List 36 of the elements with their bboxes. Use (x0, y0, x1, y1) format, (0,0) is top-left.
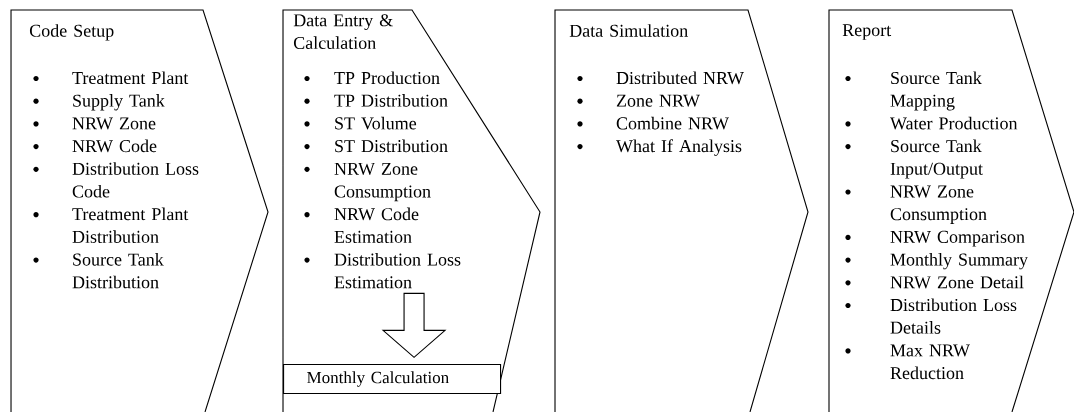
node-label: ST Volume (335, 116, 417, 130)
chevron-box: Report Source Tank Mapping Water Production Source Tank Input/Output NRW Zone Consumption NRW Comparison Monthly Summary NRW Zone Detail Distribution Loss Details Max NRW Reduction (828, 9, 1074, 412)
node-label: Water Production (890, 116, 1018, 130)
node-label: NRW Zone Consumption (334, 162, 431, 202)
node-label: NRW Zone Detail (890, 275, 1024, 289)
node-label: Distribution Loss Details (890, 298, 1017, 334)
node-label: Distribution Loss Code (72, 162, 199, 198)
node-label: Distribution Loss Estimation (334, 252, 461, 289)
node-label: Code Setup (29, 24, 114, 41)
node-label: Max NRW Reduction (890, 344, 970, 380)
node-label: Combine NRW (616, 116, 729, 130)
node-label: NRW Comparison (890, 230, 1025, 247)
process-box: Monthly Calculation (283, 364, 502, 395)
chevron-box: Data Simulation Distributed NRW Zone NRW Combine NRW What If Analysis (554, 9, 809, 412)
node-label: NRW Code (72, 139, 157, 153)
node-label: Distributed NRW (616, 71, 744, 85)
node-label: Source Tank Distribution (72, 252, 164, 289)
node-label: Treatment Plant (72, 71, 189, 85)
node-label: Supply Tank (73, 94, 165, 111)
node-label: Data Simulation (569, 24, 688, 37)
node-label: Zone NRW (616, 94, 700, 107)
node-label: Source Tank Mapping (890, 71, 982, 111)
node-label: NRW Zone (72, 117, 156, 130)
chevron-box: Code Setup Treatment Plant Supply Tank NRW Zone NRW Code Distribution Loss Code Treatment Plant Distribution Source Tank Distribution (10, 9, 269, 412)
block-arrow (381, 292, 447, 359)
node-label: Source Tank Input/Output (890, 139, 983, 179)
node-label: Report (842, 24, 892, 40)
node-label: TP Production (334, 71, 440, 85)
node-label: NRW Code Estimation (334, 207, 419, 243)
node-label: NRW Zone Consumption (890, 185, 987, 224)
node-label: TP Distribution (334, 94, 448, 107)
node-label: ST Distribution (335, 139, 448, 153)
node-label: Treatment Plant Distribution (72, 207, 189, 243)
node-label: What If Analysis (616, 139, 742, 156)
node-label: Data Entry & Calculation (293, 14, 393, 50)
node-label: Monthly Summary (890, 252, 1028, 270)
